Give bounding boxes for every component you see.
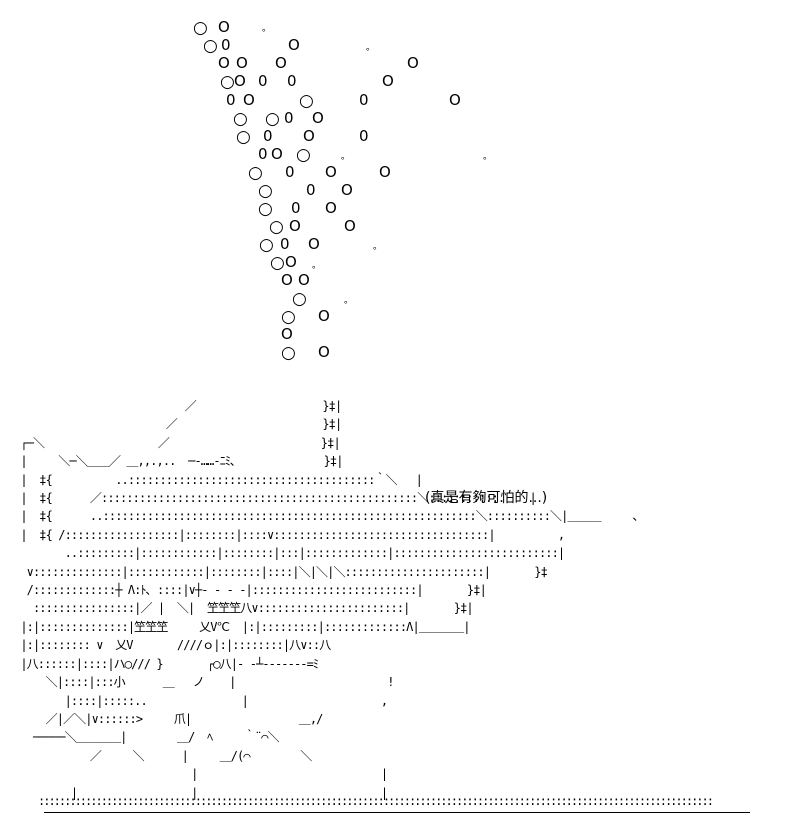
bubble: 。: [373, 242, 383, 252]
bubble: 0: [263, 127, 273, 145]
art-line: | ‡{ ..:::::::::::::::::::::::::::::::::…: [14, 509, 644, 524]
art-line: |八::::::|::::|ハ◯/// } ┌◯八|- -┴-------=ﾐ: [14, 656, 319, 671]
bubble: ○: [296, 145, 311, 165]
bubble: ○: [236, 127, 251, 147]
art-line: |:|:::::::: ∨ 乂V ////ｏ|:|::::::::|八∨::八: [14, 638, 331, 653]
art-line: |:|::::::::::::::|笁笁笁 乂V℃ |:|:::::::::|:…: [14, 619, 470, 634]
bubble: ○: [248, 163, 263, 183]
art-line: |::::|:::::.. | ,: [14, 693, 388, 708]
art-line: ／ }‡|: [14, 399, 342, 413]
bubble: O: [281, 271, 293, 289]
bubble: O: [234, 72, 246, 90]
art-line: | |: [14, 767, 388, 782]
bubble: ○: [292, 289, 307, 309]
bubble: 0: [306, 181, 316, 199]
art-line: ／ ＼ | ＿/(⌒ ＼: [14, 748, 312, 763]
bubble: ○: [258, 181, 273, 201]
bubble: 。: [262, 24, 272, 34]
art-line: ..:::::::::|::::::::::::|::::::::|:::|::…: [14, 546, 566, 561]
bubble: 0: [226, 91, 236, 109]
bubble: 。: [312, 261, 322, 271]
bubble: O: [285, 253, 297, 271]
bubble: O: [318, 343, 330, 361]
art-line: | ‡{ ／::::::::::::::::::::::::::::::::::…: [14, 491, 536, 506]
floor-line: [44, 812, 750, 813]
bubble: O: [275, 54, 287, 72]
art-line: ┌─＼ ／ }‡|: [14, 435, 340, 450]
bubble: 0: [359, 127, 369, 145]
bubble: O: [271, 145, 283, 163]
bubble: 0: [221, 36, 231, 54]
bubble: 。: [366, 43, 376, 53]
bubble: ○: [269, 217, 284, 237]
bubble: O: [382, 72, 394, 90]
bubble: ○: [233, 109, 248, 129]
bubble: 。: [341, 152, 351, 162]
bubble: 0: [287, 72, 297, 90]
bubble: O: [312, 109, 324, 127]
art-line: ::::::::::::::::|／ | ＼| 笁笁笁八∨:::::::::::…: [14, 601, 474, 616]
bubble: ○: [193, 18, 208, 38]
bubble: O: [325, 163, 337, 181]
bubble: ○: [203, 36, 218, 56]
art-line: | ＼─＼＿＿／ ＿,,.,.. ─-……-ﾆﾐ､ }‡|: [14, 454, 343, 469]
floor-dotted-line: ::::::::::::::::::::::::::::::::::::::::…: [38, 794, 714, 808]
bubble: ○: [299, 91, 314, 111]
bubble: O: [449, 91, 461, 109]
bubble: ○: [220, 72, 235, 92]
art-line: /:::::::::::::┼ Λ:ﾄ､ ::::|∨┼- - - -|::::…: [14, 583, 487, 598]
bubble: O: [218, 18, 230, 36]
bubble: O: [289, 217, 301, 235]
ascii-art-figure: ／ }‡| ／ }‡| ┌─＼ ／ }‡| | ＼─＼＿＿／ ＿,,.,.. ─…: [14, 397, 644, 802]
bubble: O: [288, 36, 300, 54]
speech-text: (真是有夠可怕的...): [425, 490, 548, 506]
bubble: O: [344, 217, 356, 235]
bubble: 0: [285, 163, 295, 181]
art-line: | ‡{ /::::::::::::::::::|::::::::|::::∨:…: [14, 527, 565, 542]
bubble: O: [218, 54, 230, 72]
bubble: ○: [265, 109, 280, 129]
art-line: ∨::::::::::::::|::::::::::::|::::::::|::…: [14, 564, 548, 579]
bubble: 0: [280, 235, 290, 253]
bubble: O: [407, 54, 419, 72]
bubble: 。: [344, 296, 354, 306]
bubble: O: [325, 199, 337, 217]
art-line: | | |: [14, 785, 388, 800]
art-line: ─────＼＿＿＿＿| ＿/ ﾍ ｀¨⌒＼: [14, 730, 280, 745]
bubble: O: [243, 91, 255, 109]
bubble: ○: [281, 307, 296, 327]
bubble: 0: [258, 145, 268, 163]
bubble: O: [303, 127, 315, 145]
bubble: O: [379, 163, 391, 181]
bubble: 。: [483, 152, 493, 162]
bubble: ○: [258, 199, 273, 219]
bubble: O: [341, 181, 353, 199]
bubble: O: [298, 271, 310, 289]
bubble: 0: [258, 72, 268, 90]
art-line: ／ }‡|: [14, 417, 342, 432]
bubble: 0: [284, 109, 294, 127]
bubble: O: [308, 235, 320, 253]
bubble: ○: [270, 253, 285, 273]
bubble: 0: [359, 91, 369, 109]
bubble: O: [236, 54, 248, 72]
art-line: ／|／＼|∨::::::> 爪| ＿,/: [14, 711, 324, 726]
art-line: | ‡{ ..:::::::::::::::::::::::::::::::::…: [14, 472, 423, 487]
bubble: ○: [281, 343, 296, 363]
bubble: ○: [259, 235, 274, 255]
bubble: O: [318, 307, 330, 325]
art-line: ＼|::::|:::小 ＿ ノ | !: [14, 675, 395, 690]
bubble: O: [281, 325, 293, 343]
bubble: 0: [291, 199, 301, 217]
